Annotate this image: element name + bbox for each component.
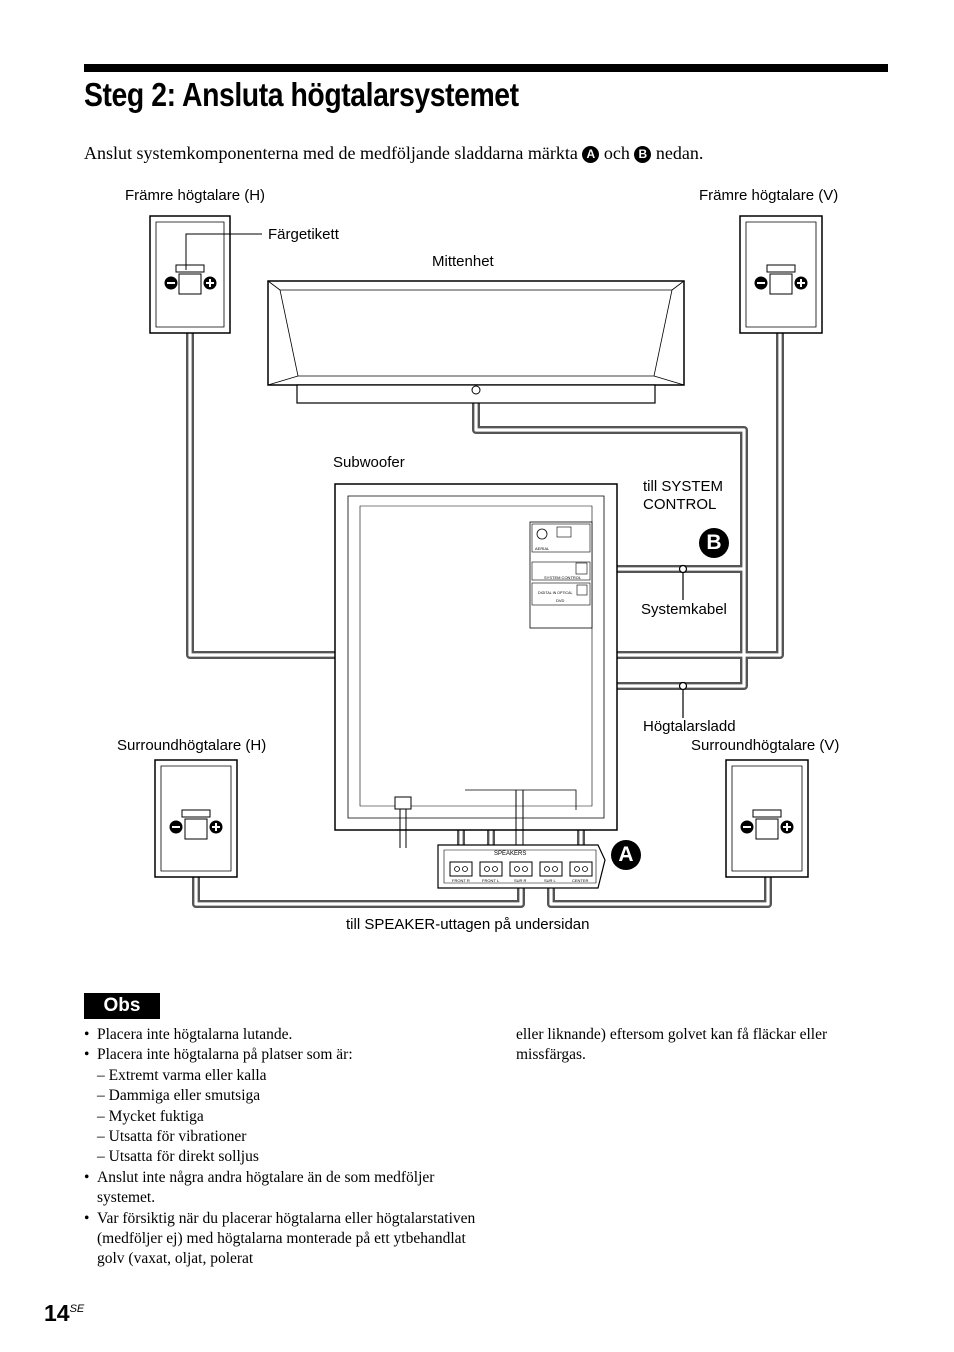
- note-item: •Anslut inte några andra högtalare än de…: [84, 1168, 484, 1209]
- note-subitem: – Extremt varma eller kalla: [97, 1066, 267, 1084]
- color-label-leader: [185, 233, 262, 270]
- jack-label-2: SUR R: [514, 878, 527, 883]
- notes-column-1: •Placera inte högtalarna lutande. •Place…: [84, 1025, 484, 1270]
- page-title: Steg 2: Ansluta högtalarsystemet: [84, 76, 519, 113]
- panel-aerial-label: AERIAL: [535, 546, 550, 551]
- panel-system-control-label: SYSTEM CONTROL: [544, 575, 582, 580]
- label-front-left: Främre högtalare (H): [125, 187, 266, 204]
- label-surround-left: Surroundhögtalare (H): [117, 737, 267, 754]
- intro-text: Anslut systemkomponenterna med de medföl…: [84, 143, 703, 164]
- title-rule: [84, 64, 888, 72]
- mark-b: B: [634, 146, 652, 163]
- label-to-system-control-2: CONTROL: [643, 496, 717, 513]
- label-front-right: Främre högtalare (V): [699, 187, 839, 204]
- page-number: 14SE: [44, 1300, 84, 1327]
- intro-after: nedan.: [655, 143, 704, 163]
- intro-before: Anslut systemkomponenterna med de medföl…: [84, 143, 578, 163]
- intro-middle: och: [603, 143, 630, 163]
- note-text: Var försiktig när du placerar högtalarna…: [97, 1209, 476, 1268]
- speaker-jack-panel: [437, 790, 606, 889]
- panel-digital-in-label: DIGITAL IN OPTICAL: [538, 591, 573, 595]
- front-right-speaker: [739, 215, 823, 334]
- front-left-speaker: [149, 215, 231, 334]
- jack-label-4: CENTER: [572, 878, 589, 883]
- mark-a: A: [582, 146, 600, 163]
- label-speaker-cord: Högtalarsladd: [643, 718, 736, 735]
- note-item: •Placera inte högtalarna lutande.: [84, 1025, 484, 1045]
- note-text: Placera inte högtalarna lutande.: [97, 1026, 293, 1043]
- page-number-suffix: SE: [69, 1303, 85, 1315]
- note-subitem: – Mycket fuktiga: [97, 1107, 204, 1125]
- badge-b: B: [699, 528, 729, 558]
- label-leaders: [678, 564, 688, 718]
- label-subwoofer: Subwoofer: [333, 454, 405, 471]
- notes-column-2: eller liknande) eftersom golvet kan få f…: [516, 1026, 828, 1064]
- panel-speakers-label: SPEAKERS: [494, 851, 526, 857]
- label-to-speaker-jacks: till SPEAKER-uttagen på undersidan: [346, 916, 590, 933]
- surround-right-speaker: [725, 759, 809, 878]
- note-item: •Var försiktig när du placerar högtalarn…: [84, 1209, 484, 1270]
- note-subitem: – Utsatta för vibrationer: [97, 1128, 247, 1146]
- surround-left-speaker: [154, 759, 238, 878]
- panel-dvd-label: DVD: [556, 598, 565, 603]
- jack-label-0: FRONT R: [452, 878, 470, 883]
- note-subitem: – Dammiga eller smutsiga: [97, 1087, 261, 1105]
- label-to-system-control-1: till SYSTEM: [643, 478, 724, 495]
- label-color-tag: Färgetikett: [268, 226, 339, 243]
- label-surround-right: Surroundhögtalare (V): [691, 737, 840, 754]
- note-item: •Placera inte högtalarna på platser som …: [84, 1045, 484, 1065]
- subwoofer: [334, 483, 618, 848]
- jack-labels: FRONT R FRONT L SUR R SUR L CENTER: [452, 878, 589, 883]
- jack-label-1: FRONT L: [482, 878, 500, 883]
- page-number-value: 14: [44, 1300, 70, 1326]
- note-subitem: – Utsatta för direkt solljus: [97, 1148, 259, 1166]
- label-center-unit: Mittenhet: [432, 253, 494, 270]
- jack-label-3: SUR L: [544, 878, 557, 883]
- note-text: Placera inte högtalarna på platser som ä…: [97, 1046, 353, 1064]
- badge-a: A: [611, 840, 641, 870]
- label-system-cable: Systemkabel: [641, 601, 727, 618]
- note-text: Anslut inte några andra högtalare än de …: [97, 1168, 435, 1207]
- notes-heading: Obs: [84, 993, 160, 1019]
- center-unit: [267, 280, 685, 404]
